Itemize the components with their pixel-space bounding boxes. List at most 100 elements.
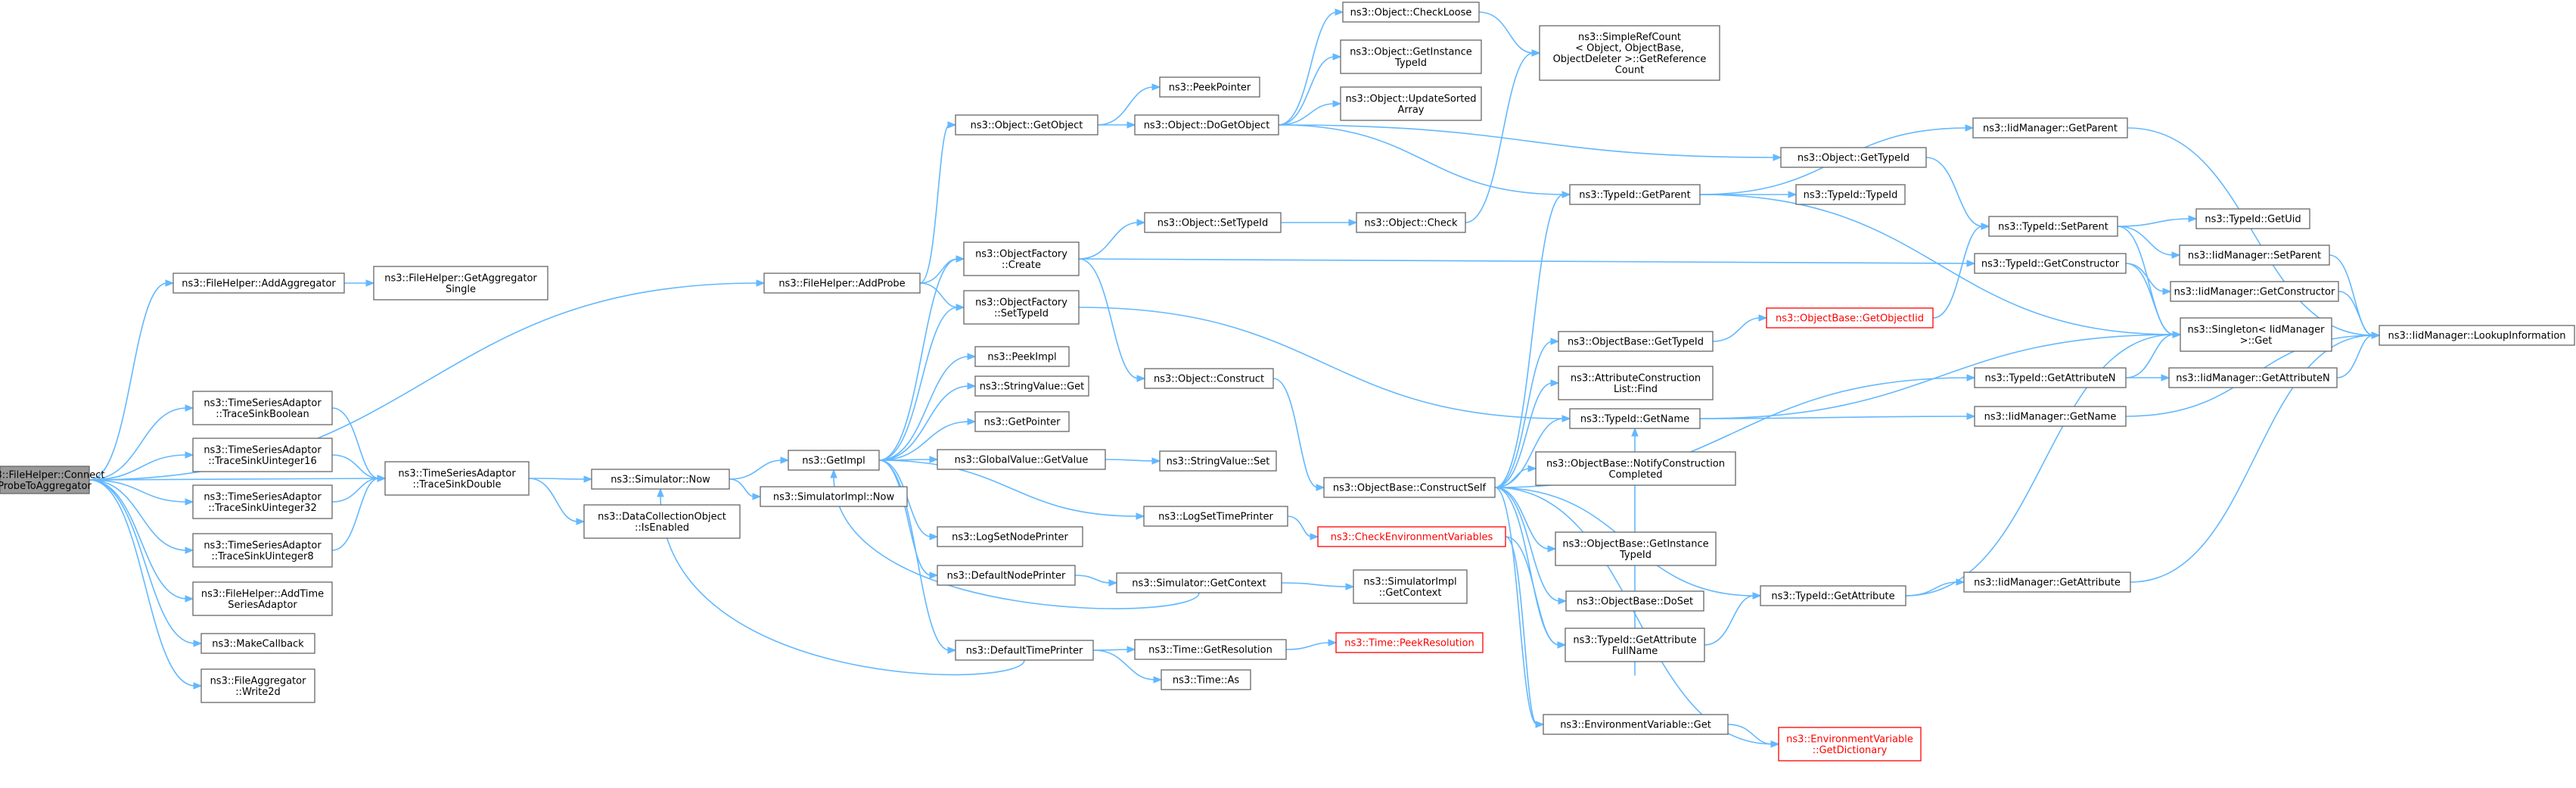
- node-obj-dogetobject[interactable]: ns3::Object::DoGetObject: [1134, 114, 1279, 135]
- node-label-line: ns3::StringValue::Get: [980, 382, 1084, 393]
- node-iid-getconstructor[interactable]: ns3::IidManager::GetConstructor: [2170, 281, 2339, 302]
- arrowhead-ob_getobjectiid-to-typeid_setparent: [1981, 223, 1990, 230]
- node-ob-getobjectiid[interactable]: ns3::ObjectBase::GetObjectIid: [1766, 307, 1934, 329]
- node-envvar-get[interactable]: ns3::EnvironmentVariable::Get: [1543, 714, 1729, 735]
- node-ob-doset[interactable]: ns3::ObjectBase::DoSet: [1565, 590, 1704, 612]
- node-typeid-getparent[interactable]: ns3::TypeId::GetParent: [1569, 184, 1701, 205]
- node-label-line: ns3::TimeSeriesAdaptor: [204, 444, 322, 456]
- node-label-line: ns3::SimulatorImpl::Now: [773, 492, 895, 503]
- node-defaulttimeprinter[interactable]: ns3::DefaultTimePrinter: [955, 640, 1094, 661]
- node-label-line: ns3::TypeId::TypeId: [1804, 190, 1898, 201]
- node-iid-getattribute[interactable]: ns3::IidManager::GetAttribute: [1963, 572, 2131, 593]
- node-obj-getobject[interactable]: ns3::Object::GetObject: [955, 114, 1098, 135]
- node-typeid-typeid[interactable]: ns3::TypeId::TypeId: [1795, 184, 1906, 205]
- node-ts-sink-u8[interactable]: ns3::TimeSeriesAdaptor::TraceSinkUintege…: [192, 533, 333, 568]
- node-ts-sink-double[interactable]: ns3::TimeSeriesAdaptor::TraceSinkDouble: [384, 461, 530, 496]
- node-iid-getname[interactable]: ns3::IidManager::GetName: [1974, 406, 2127, 427]
- node-time-getresolution[interactable]: ns3::Time::GetResolution: [1134, 639, 1287, 660]
- node-envvar-getdict[interactable]: ns3::EnvironmentVariable::GetDictionary: [1778, 727, 1922, 762]
- node-ob-gettypeid[interactable]: ns3::ObjectBase::GetTypeId: [1558, 331, 1714, 352]
- node-file-agg-write2d[interactable]: ns3::FileAggregator::Write2d: [200, 668, 315, 703]
- node-stringvalue-get[interactable]: ns3::StringValue::Get: [974, 375, 1089, 397]
- node-add-probe[interactable]: ns3::FileHelper::AddProbe: [763, 273, 921, 294]
- node-obj-check[interactable]: ns3::Object::Check: [1356, 212, 1466, 233]
- node-typeid-setparent[interactable]: ns3::TypeId::SetParent: [1988, 216, 2118, 237]
- node-ob-notifyconstruction[interactable]: ns3::ObjectBase::NotifyConstructionCompl…: [1535, 451, 1736, 486]
- edge-root-to-ts_sink_u32: [89, 479, 188, 503]
- node-typeid-getname[interactable]: ns3::TypeId::GetName: [1569, 408, 1701, 429]
- node-obj-gettypeid[interactable]: ns3::Object::GetTypeId: [1780, 147, 1927, 168]
- node-simplerefcount[interactable]: ns3::SimpleRefCount< Object, ObjectBase,…: [1539, 25, 1720, 81]
- node-box: [974, 346, 1070, 367]
- node-stringvalue-set[interactable]: ns3::StringValue::Set: [1159, 450, 1277, 472]
- arrowhead-obj_check-to-simplerefcount: [1531, 49, 1541, 57]
- node-iid-getparent[interactable]: ns3::IidManager::GetParent: [1972, 117, 2128, 139]
- node-sim-now[interactable]: ns3::Simulator::Now: [591, 469, 730, 490]
- node-iid-lookupinfo[interactable]: ns3::IidManager::LookupInformation: [2379, 325, 2575, 346]
- node-ts-sink-boolean[interactable]: ns3::TimeSeriesAdaptor::TraceSinkBoolean: [192, 391, 333, 425]
- node-obj-checkloose[interactable]: ns3::Object::CheckLoose: [1342, 2, 1480, 23]
- node-logsettimeprinter[interactable]: ns3::LogSetTimePrinter: [1143, 506, 1288, 527]
- node-checkenvvars[interactable]: ns3::CheckEnvironmentVariables: [1317, 526, 1506, 547]
- edge-gv_getvalue-to-stringvalue_set: [1105, 459, 1154, 462]
- node-of-settypeid[interactable]: ns3::ObjectFactory::SetTypeId: [963, 290, 1080, 325]
- edge-add_probe-to-of_create: [919, 258, 959, 284]
- arrowhead-typeid_getattrfullname-to-typeid_getname: [1631, 427, 1639, 437]
- node-of-create[interactable]: ns3::ObjectFactory::Create: [963, 241, 1080, 276]
- node-typeid-getattributen[interactable]: ns3::TypeId::GetAttributeN: [1974, 367, 2127, 388]
- node-simimpl-getcontext[interactable]: ns3::SimulatorImpl::GetContext: [1353, 569, 1468, 604]
- node-singleton-get[interactable]: ns3::Singleton< IidManager>::Get: [2180, 317, 2332, 352]
- node-ob-constructself[interactable]: ns3::ObjectBase::ConstructSelf: [1323, 477, 1496, 498]
- edge-time_getresolution-to-time_peekresolution: [1285, 642, 1331, 650]
- node-label-line: ns3::ObjectBase::NotifyConstruction: [1546, 458, 1725, 469]
- node-peekimpl[interactable]: ns3::PeekImpl: [974, 346, 1070, 367]
- node-time-as[interactable]: ns3::Time::As: [1161, 669, 1251, 690]
- node-add-aggregator[interactable]: ns3::FileHelper::AddAggregator: [172, 273, 345, 294]
- node-sim-getcontext[interactable]: ns3::Simulator::GetContext: [1116, 572, 1282, 593]
- arrowhead-ob_constructself-to-typeid_getparent: [1561, 191, 1571, 198]
- node-box: [1317, 526, 1506, 547]
- node-simimpl-now[interactable]: ns3::SimulatorImpl::Now: [760, 486, 908, 507]
- node-typeid-getattribute[interactable]: ns3::TypeId::GetAttribute: [1760, 585, 1906, 606]
- node-ts-sink-u16[interactable]: ns3::TimeSeriesAdaptor::TraceSinkUintege…: [192, 438, 333, 472]
- node-logsetnodeprinter[interactable]: ns3::LogSetNodePrinter: [937, 526, 1083, 547]
- node-getpointer[interactable]: ns3::GetPointer: [974, 411, 1070, 432]
- arrowhead-add_probe-to-obj_getobject: [947, 121, 957, 129]
- node-obj-settypeid[interactable]: ns3::Object::SetTypeId: [1144, 212, 1282, 233]
- node-box: [591, 469, 730, 490]
- arrowhead-ts_sink_double-to-dco_isenabled: [576, 518, 586, 525]
- node-box: [1340, 39, 1482, 74]
- node-time-peekresolution[interactable]: ns3::Time::PeekResolution: [1335, 632, 1484, 653]
- node-dco-isenabled[interactable]: ns3::DataCollectionObject::IsEnabled: [583, 504, 741, 539]
- node-make-callback[interactable]: ns3::MakeCallback: [200, 633, 315, 654]
- edge-iid_getconstructor-to-iid_lookupinfo: [2338, 291, 2374, 336]
- node-box: [1569, 408, 1701, 429]
- node-iid-setparent[interactable]: ns3::IidManager::SetParent: [2179, 244, 2330, 266]
- node-typeid-getconstructor[interactable]: ns3::TypeId::GetConstructor: [1974, 253, 2127, 274]
- edge-get_impl-to-getpointer: [878, 421, 970, 461]
- node-box: [1558, 366, 1714, 400]
- node-obj-construct[interactable]: ns3::Object::Construct: [1144, 368, 1274, 389]
- edge-obj_dogetobject-to-typeid_getparent: [1278, 124, 1565, 195]
- node-defaultnodeprinter[interactable]: ns3::DefaultNodePrinter: [937, 565, 1076, 586]
- node-peekpointer[interactable]: ns3::PeekPointer: [1159, 76, 1260, 98]
- node-label-line: ns3::FileHelper::AddAggregator: [182, 279, 336, 290]
- node-typeid-getuid[interactable]: ns3::TypeId::GetUid: [2195, 208, 2310, 229]
- node-get-impl[interactable]: ns3::GetImpl: [788, 450, 880, 471]
- node-box: [974, 375, 1089, 397]
- arrowhead-ob_gettypeid-to-ob_getobjectiid: [1758, 314, 1768, 322]
- node-gv-getvalue[interactable]: ns3::GlobalValue::GetValue: [937, 449, 1106, 470]
- edge-defaultnodeprinter-to-sim_getcontext: [1074, 575, 1111, 584]
- node-ts-sink-u32[interactable]: ns3::TimeSeriesAdaptor::TraceSinkUintege…: [192, 484, 333, 519]
- node-iid-getattributen[interactable]: ns3::IidManager::GetAttributeN: [2168, 367, 2338, 388]
- node-root[interactable]: ns3::FileHelper::ConnectProbeToAggregato…: [0, 466, 105, 494]
- node-label-line: ns3::TypeId::GetParent: [1579, 190, 1691, 201]
- node-box: [1335, 632, 1484, 653]
